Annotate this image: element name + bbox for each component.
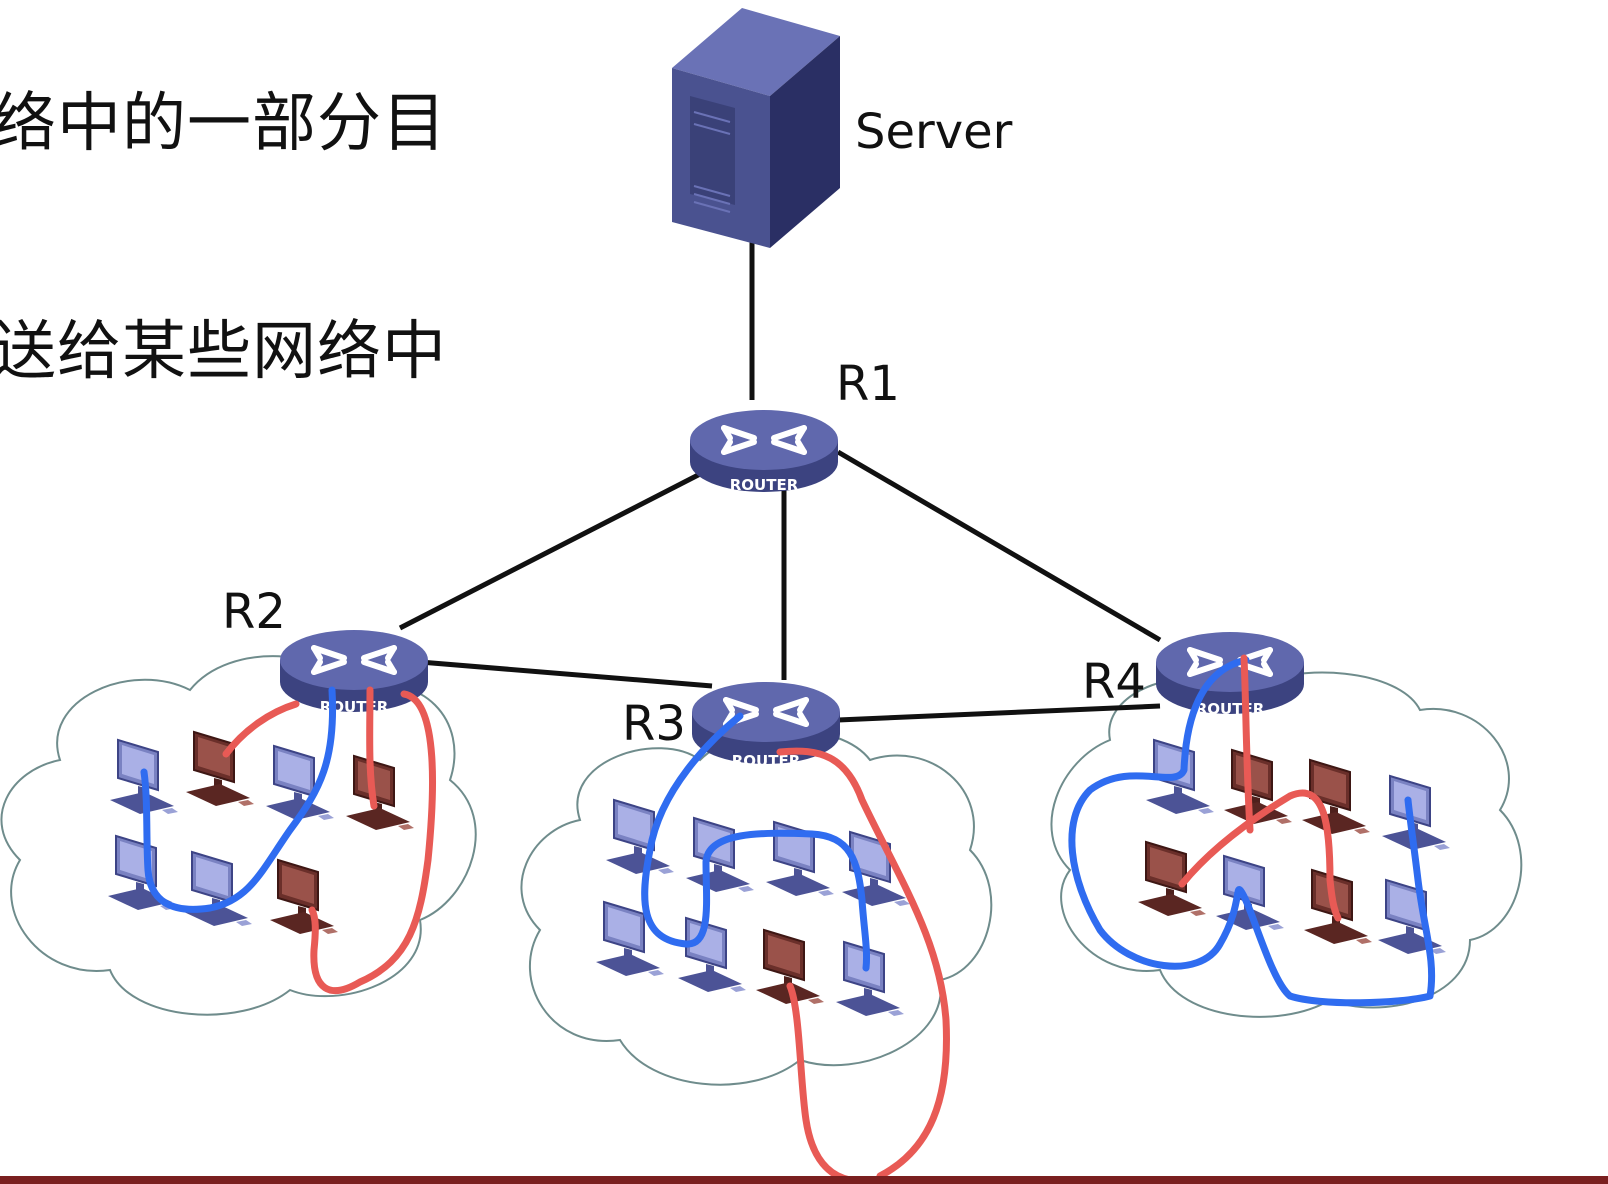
subnet-cloud-r2 [0,655,477,1016]
red-annotation-r3 [776,747,950,1184]
network-links [398,240,1162,723]
router-r3-caption: ROUTER [732,752,801,770]
link-r3-r4 [837,703,1161,723]
server-label: Server [855,104,1013,160]
blue-annotation-r4 [1068,656,1436,1007]
router-r1-label: R1 [836,356,900,412]
router-r4-icon: ROUTER [1156,632,1304,718]
link-r1-r2 [398,469,706,631]
subnet-cloud-r4 [1050,671,1523,1018]
subnet-cloud-r3 [520,729,993,1086]
router-r2-label: R2 [222,584,286,640]
red-annotation-r4 [1178,654,1342,922]
heading-line-2: 送给某些网络中 [0,315,447,389]
heading-line-1: 络中的一部分目 [0,87,447,161]
router-r4-label: R4 [1082,654,1146,710]
router-r1-caption: ROUTER [730,476,799,494]
bottom-divider [0,1176,1608,1184]
link-r2-r3 [419,659,713,689]
router-r1-icon: ROUTER [690,410,838,494]
router-r2-icon: ROUTER [280,630,428,716]
link-r1-r4 [836,449,1162,643]
server-icon [672,8,840,248]
router-r4-caption: ROUTER [1196,700,1265,718]
blue-annotation-r3 [641,712,871,972]
router-r3-label: R3 [622,696,686,752]
router-r3-icon: ROUTER [692,682,840,770]
red-annotation-r2 [222,686,437,995]
blue-annotation-r2 [140,686,337,913]
